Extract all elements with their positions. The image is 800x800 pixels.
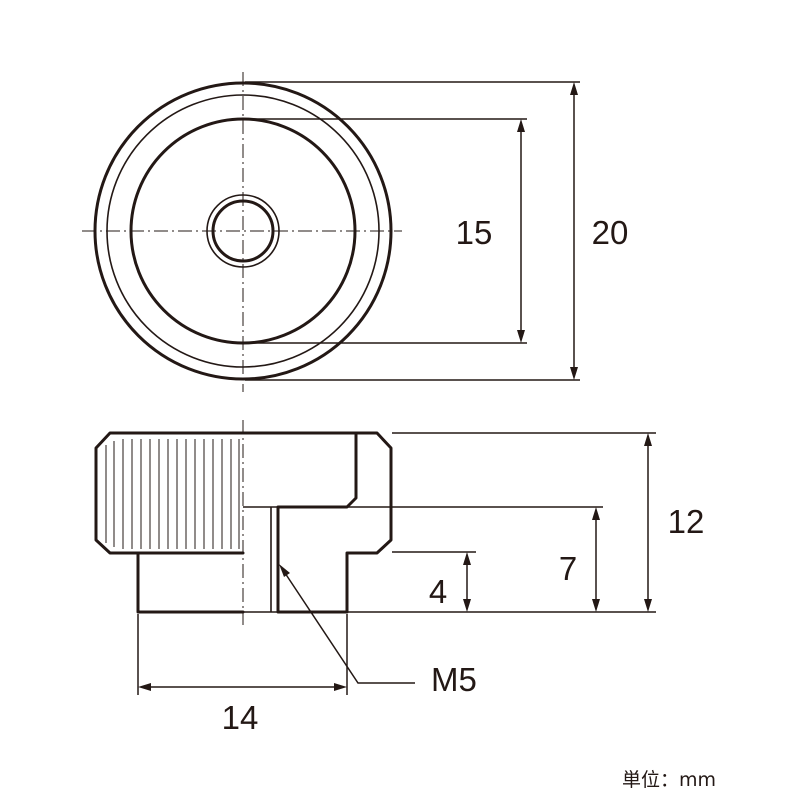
leader-arrow-m5	[279, 564, 290, 577]
arrow-up-4	[463, 552, 471, 565]
step-height-label: 7	[559, 550, 577, 587]
section-outline-right	[241, 431, 393, 614]
arrow-up-15	[517, 119, 525, 132]
outer-rim-circle	[106, 94, 380, 368]
arrow-right-14	[334, 683, 347, 691]
dimension-outer-diameter: 20	[245, 81, 629, 381]
dimension-boss-width: 14	[137, 614, 348, 736]
arrow-up-7	[592, 507, 600, 520]
thread-depth-label: 4	[429, 573, 447, 610]
thread-spec-label: M5	[431, 661, 477, 698]
leader-line-m5	[282, 569, 415, 684]
arrow-down-15	[517, 330, 525, 343]
side-view	[94, 420, 393, 625]
dimension-total-height: 12	[348, 432, 705, 613]
knurled-head-left	[94, 431, 245, 555]
knurl-pattern	[105, 439, 240, 549]
top-view	[82, 72, 402, 392]
arrow-down-20	[570, 367, 578, 380]
outer-diameter-label: 20	[592, 214, 629, 251]
arrow-down-4	[463, 599, 471, 612]
arrow-left-14	[138, 683, 151, 691]
boss-width-label: 14	[222, 699, 259, 736]
lower-boss-left	[136, 551, 245, 614]
dimension-step-height: 7	[348, 506, 603, 612]
inner-diameter-label: 15	[456, 214, 493, 251]
dimension-inner-diameter: 15	[245, 118, 527, 344]
unit-label: 単位：mm	[622, 769, 716, 791]
arrow-down-12	[644, 599, 652, 612]
arrow-up-20	[570, 82, 578, 95]
thread-callout: M5	[279, 564, 477, 698]
arrow-up-12	[644, 433, 652, 446]
dimension-thread-depth: 4	[392, 551, 476, 612]
total-height-label: 12	[668, 503, 705, 540]
arrow-down-7	[592, 599, 600, 612]
